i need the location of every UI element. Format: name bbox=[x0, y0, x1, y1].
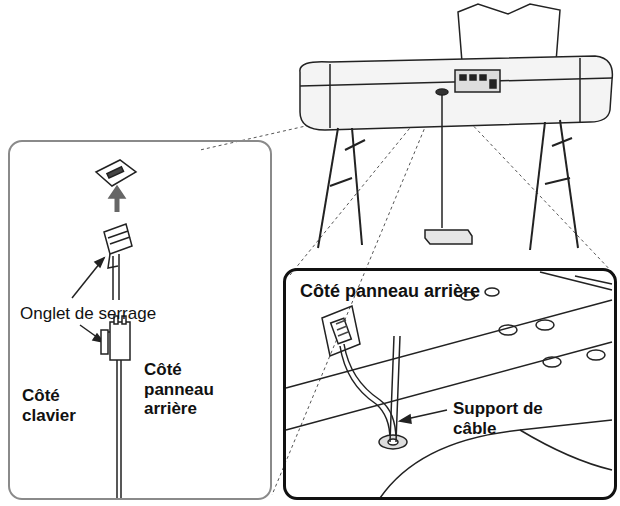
part-label: Onglet de serrage bbox=[20, 304, 220, 324]
keyboard bbox=[300, 56, 613, 130]
inset-panel: Côté panneau arrièreSupport de câble bbox=[283, 268, 617, 500]
part-label: Côté clavier bbox=[22, 386, 102, 425]
rear-panel-detail bbox=[286, 272, 612, 498]
connector-detail bbox=[72, 160, 136, 498]
part-label: Côté panneau arrière bbox=[300, 281, 600, 302]
stand bbox=[318, 120, 578, 250]
part-label: Support de câble bbox=[453, 399, 563, 438]
power-adapter bbox=[425, 95, 472, 244]
guide-line bbox=[200, 96, 615, 495]
part-label: Côté panneau arrière bbox=[144, 360, 254, 419]
inset-panel: Onglet de serrageCôté clavier Côté pannea… bbox=[8, 140, 272, 500]
music-rest bbox=[458, 4, 560, 62]
